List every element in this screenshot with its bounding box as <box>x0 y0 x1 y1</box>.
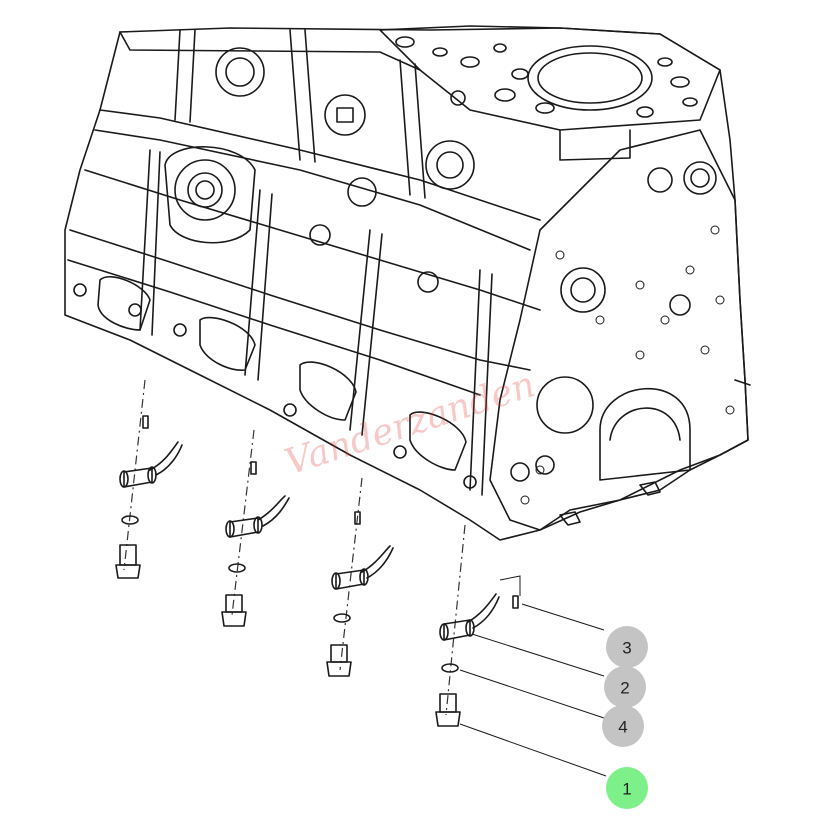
banjo-bolt <box>435 693 461 727</box>
top-deck <box>379 25 721 131</box>
sealing-washer <box>333 613 351 623</box>
part-stack <box>326 511 394 677</box>
banjo-bolt <box>221 594 247 627</box>
dowel-pin <box>512 595 519 609</box>
callout-4[interactable]: 4 <box>602 705 644 747</box>
callout-3[interactable]: 3 <box>606 626 648 668</box>
callout-4-badge[interactable] <box>602 705 644 747</box>
side-boss <box>324 94 366 136</box>
callout-2-label: 2 <box>620 679 629 698</box>
engine-block <box>64 25 751 541</box>
callout-1-label: 1 <box>622 780 631 799</box>
oil-jet-nozzle <box>331 545 394 590</box>
cylinder-bore <box>527 45 653 111</box>
oil-jet-nozzle <box>119 441 183 488</box>
part-stack <box>221 461 290 627</box>
leader-3 <box>521 603 605 631</box>
leader-2 <box>471 633 605 677</box>
dowel-pin <box>142 415 149 429</box>
oil-jet-nozzle <box>225 495 290 538</box>
bearing-pads <box>73 275 477 489</box>
leader-1 <box>459 723 607 777</box>
dowel-pin <box>354 511 361 525</box>
side-boss <box>215 47 265 97</box>
front-face <box>489 129 749 531</box>
banjo-bolt <box>115 544 141 579</box>
part-stack-callout <box>435 575 521 727</box>
leader-4 <box>459 669 605 719</box>
side-boss <box>425 140 475 190</box>
deck-holes <box>395 36 698 118</box>
callout-2-badge[interactable] <box>604 666 646 708</box>
front-holes <box>520 225 735 505</box>
block-outline <box>64 27 749 541</box>
callout-1-badge[interactable] <box>606 767 648 809</box>
front-bore-large <box>536 376 594 434</box>
callout-1[interactable]: 1 <box>606 767 648 809</box>
watermark: Vanderzanden <box>280 364 540 483</box>
banjo-bolt <box>326 644 352 677</box>
sealing-washer <box>441 663 459 673</box>
assembly-centerlines <box>123 379 466 716</box>
part-stack <box>115 415 183 579</box>
callout-3-label: 3 <box>622 639 631 658</box>
oil-jet-nozzle <box>439 593 500 641</box>
front-bore <box>560 267 606 313</box>
callout-2[interactable]: 2 <box>604 666 646 708</box>
sealing-washer <box>121 515 139 525</box>
callout-3-badge[interactable] <box>606 626 648 668</box>
dowel-pin <box>250 461 257 475</box>
sealing-washer <box>228 563 246 573</box>
cylinder-bore-inner <box>537 52 643 104</box>
callout-4-label: 4 <box>618 718 627 737</box>
filter-mount <box>164 146 256 244</box>
leader-lines <box>459 603 607 777</box>
